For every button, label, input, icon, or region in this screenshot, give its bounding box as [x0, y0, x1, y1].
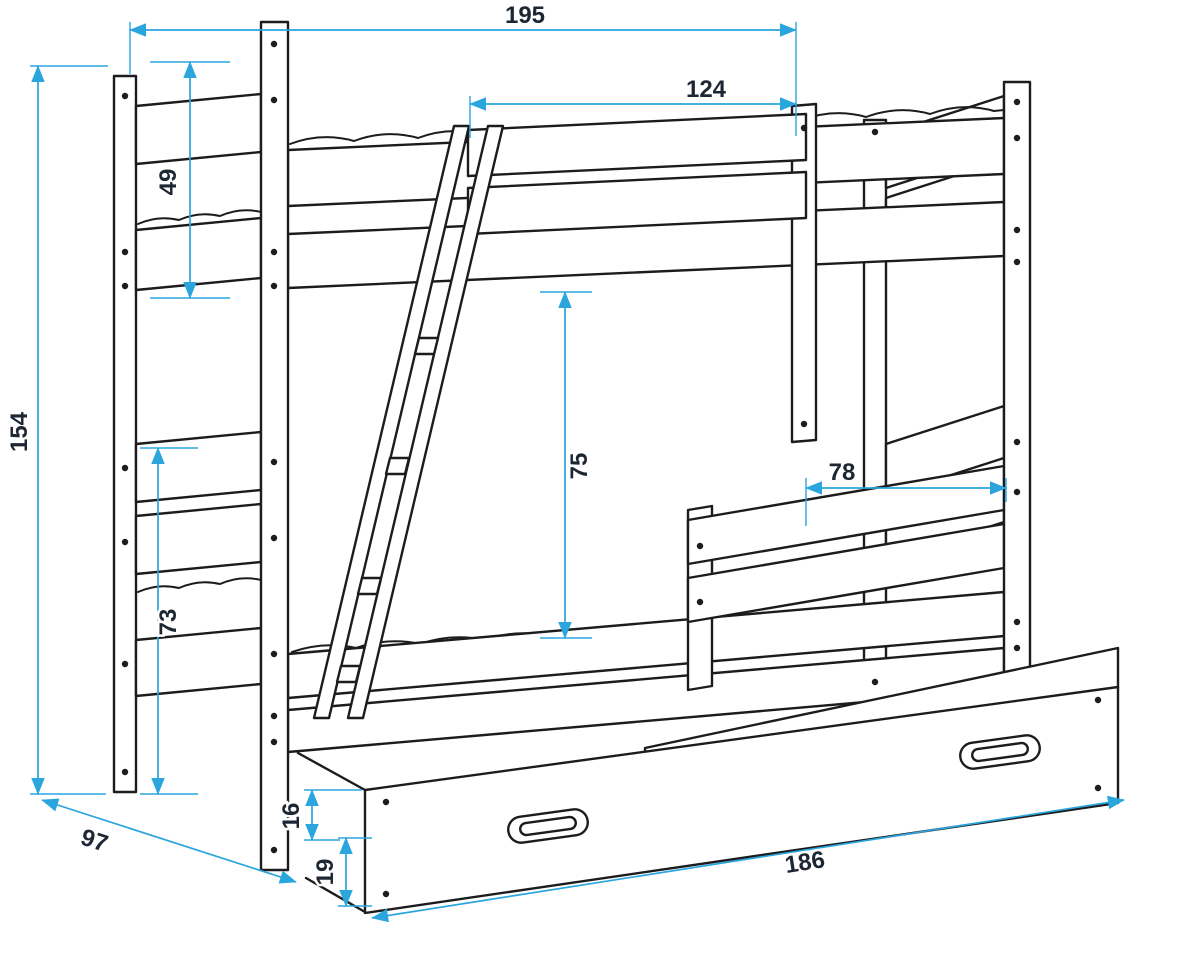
ladder	[312, 124, 505, 720]
back-left-post	[112, 74, 138, 794]
drawer-side-edge	[296, 751, 367, 792]
lower-mattress-end	[137, 577, 262, 593]
ladder-rung	[356, 576, 383, 596]
headboard-board	[134, 92, 263, 166]
dim-label-depth: 97	[77, 824, 111, 858]
drawer-handle	[959, 734, 1041, 770]
dim-line-depth	[41, 798, 297, 884]
dim-label-guard-length: 124	[686, 76, 727, 103]
dim-label-total-length: 195	[505, 2, 545, 29]
upper-mattress-end	[137, 209, 262, 225]
ladder-right-rail	[346, 124, 505, 720]
ladder-left-rail	[312, 124, 471, 720]
dim-label-lower-section: 73	[155, 609, 182, 636]
front-left-post	[259, 20, 290, 872]
dim-label-drawer-length: 186	[783, 846, 827, 879]
dim-label-base-gap: 16	[278, 803, 305, 830]
headboard-board	[134, 216, 263, 292]
guard-rail-board	[466, 112, 808, 178]
ladder-rung	[413, 336, 440, 356]
dimension-annotations: 195 124 49 154 73 75 78 16 19 97 186	[4, 0, 1125, 923]
headboard-bottom-rail	[134, 626, 263, 698]
handle-inner	[971, 741, 1029, 763]
dim-line-drawer-length	[371, 795, 1125, 923]
ladder-rung	[335, 664, 362, 684]
front-right-post	[1002, 80, 1032, 764]
headboard-board	[134, 430, 263, 504]
bunk-bed-drawing	[112, 20, 1120, 915]
ladder-rung	[384, 456, 411, 476]
dim-label-drawer-height: 19	[312, 859, 339, 886]
headboard-board	[134, 502, 263, 576]
upper-guard-rail	[466, 102, 818, 444]
dim-label-upper-section: 49	[155, 169, 182, 196]
dim-label-total-height: 154	[6, 411, 33, 452]
screw-dots	[121, 40, 1102, 898]
dim-label-bunk-clearance: 75	[566, 453, 593, 480]
dim-label-guard-opening: 78	[829, 459, 856, 486]
